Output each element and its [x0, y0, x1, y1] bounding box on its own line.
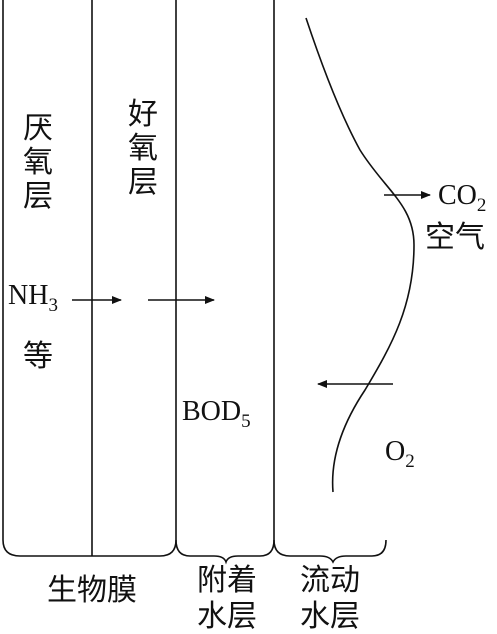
anaerobic-label-3: 层 — [23, 179, 53, 214]
flowing-water-label-2: 水层 — [300, 599, 360, 634]
attached-water-brace — [175, 539, 275, 565]
biofilm-brace — [2, 539, 177, 557]
aerobic-label-3: 层 — [128, 165, 158, 200]
deng-label: 等 — [23, 339, 53, 374]
air-label: 空气 — [425, 220, 485, 255]
flowing-water-label-1: 流动 — [300, 563, 360, 598]
concentration-curve — [305, 17, 415, 493]
aerobic-label-2: 氧 — [128, 131, 158, 166]
flowing-water-brace — [273, 539, 387, 564]
co2-label: CO2 — [438, 180, 486, 216]
nh3-label: NH3 — [8, 280, 58, 316]
attached-water-label-2: 水层 — [197, 599, 257, 634]
anaerobic-label-2: 氧 — [23, 145, 53, 180]
bod5-label: BOD5 — [182, 396, 251, 432]
o2-label: O2 — [385, 436, 415, 472]
biofilm-label: 生物膜 — [47, 573, 137, 608]
anaerobic-label-1: 厌 — [23, 111, 53, 146]
aerobic-label-1: 好 — [128, 97, 158, 132]
attached-water-label-1: 附着 — [197, 563, 257, 598]
